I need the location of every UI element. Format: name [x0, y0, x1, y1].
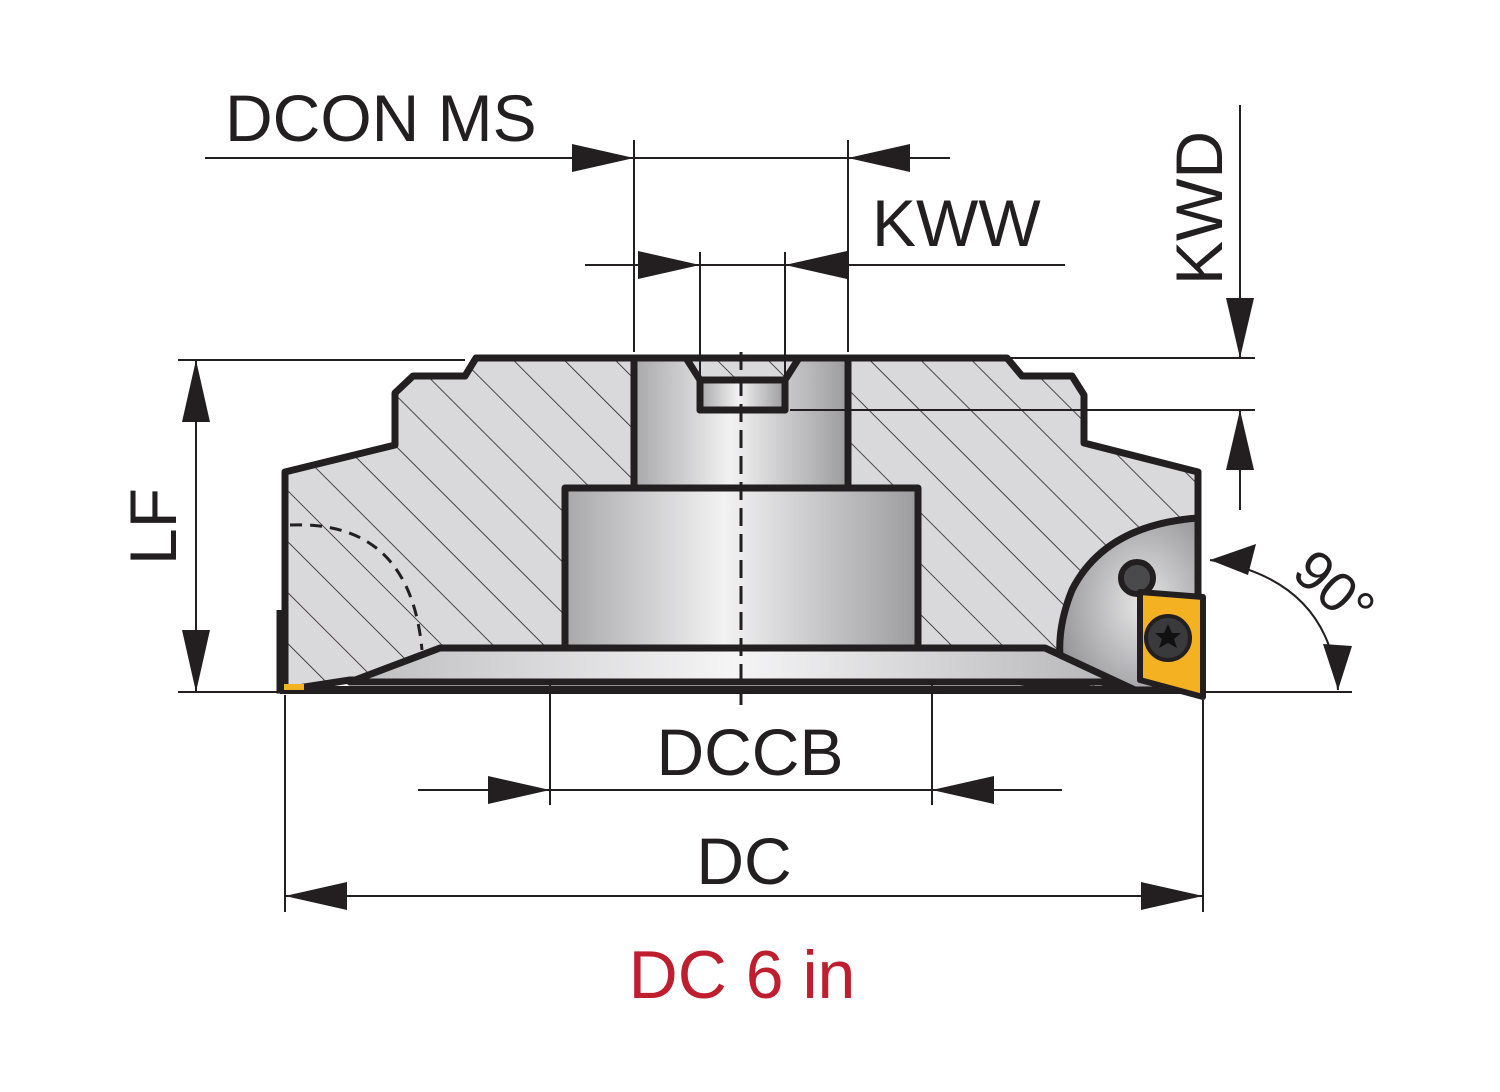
label-angle: 90° [1282, 537, 1387, 640]
dim-angle: 90° [1203, 537, 1387, 693]
arrow-head [182, 360, 210, 422]
label-dc: DC [696, 824, 791, 898]
label-dccb: DCCB [656, 715, 843, 789]
arrow-head [1141, 882, 1203, 910]
arrow-head [1226, 298, 1254, 358]
arrow-head [1323, 644, 1352, 690]
label-kwd: KWD [1162, 131, 1236, 285]
arrow-head [572, 144, 634, 172]
dim-dcon-ms: DCON MS [205, 81, 950, 352]
dim-dccb: DCCB [418, 685, 1062, 805]
label-dcon-ms: DCON MS [225, 81, 537, 155]
dim-kww: KWW [585, 186, 1065, 380]
dim-dc: DC [284, 695, 1204, 912]
left-corner [276, 610, 340, 694]
label-kww: KWW [872, 186, 1041, 260]
bolt-arc-dashed [289, 523, 424, 651]
caption-diameter: DC 6 in [629, 937, 856, 1013]
arrow-head [785, 251, 847, 279]
arrow-head [848, 144, 910, 172]
arrow-head [638, 251, 700, 279]
arrow-head [182, 630, 210, 692]
left-insert-sliver [284, 684, 304, 690]
arrow-head [488, 776, 550, 804]
coolant-hole [1118, 559, 1156, 597]
torx-recess [1155, 624, 1181, 648]
face-relief [346, 644, 1124, 686]
dim-lf: LF [116, 359, 465, 693]
label-lf: LF [116, 488, 190, 565]
arrow-head [932, 776, 994, 804]
arrow-head [1226, 410, 1254, 470]
arbor-bore [561, 354, 922, 652]
arrow-head [1210, 544, 1256, 575]
arrow-head [285, 882, 347, 910]
dim-kwd: KWD [790, 105, 1255, 510]
insert-pocket [1056, 514, 1206, 700]
